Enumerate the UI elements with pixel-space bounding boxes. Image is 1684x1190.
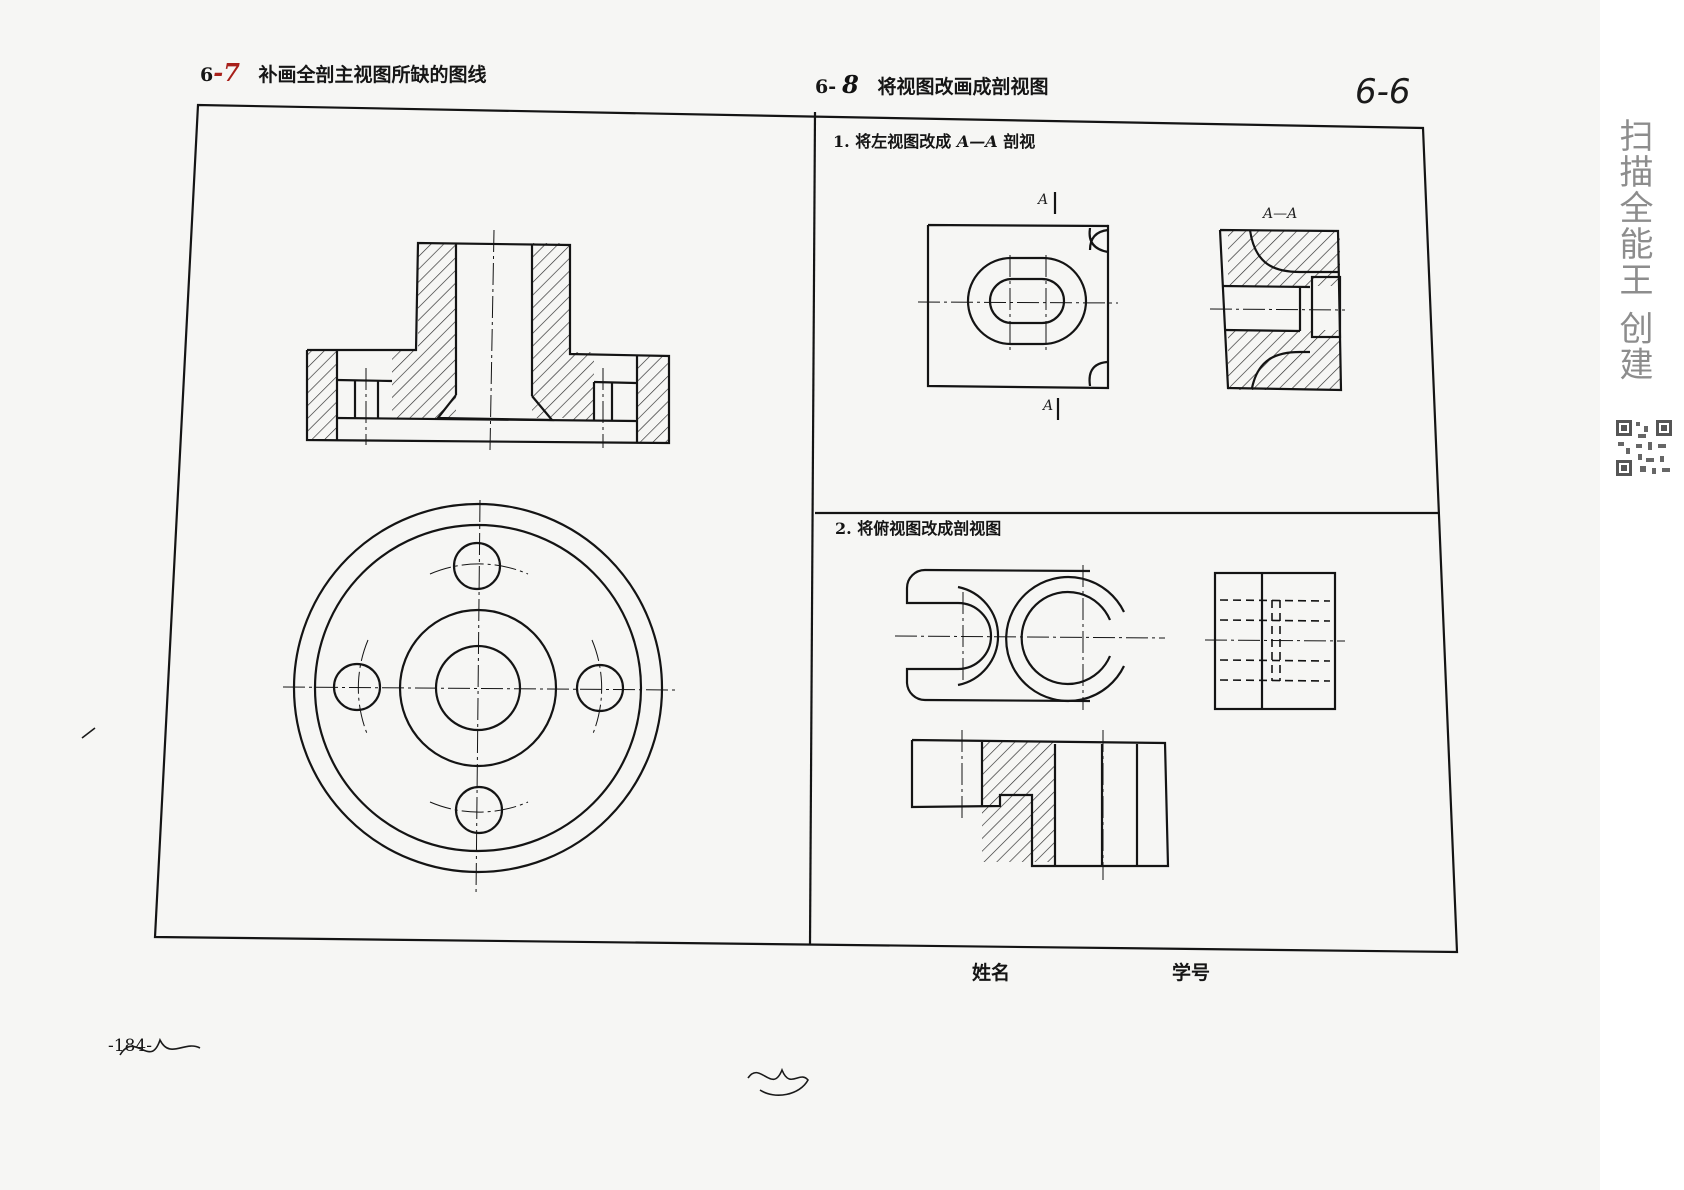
task2-front-view — [910, 730, 1170, 880]
right-exercise-title: 将视图改画成剖视图 — [877, 76, 1049, 98]
right-exercise-header: 6-8 将视图改画成剖视图 — [815, 70, 1048, 99]
scanned-page — [0, 0, 1600, 1190]
right-exercise-number: 8 — [842, 70, 859, 99]
watermark-text: 扫描全能王 创建 — [1613, 118, 1653, 383]
student-id-label: 学号 — [1172, 962, 1211, 984]
left-exercise-header: 6-7 补画全剖主视图所缺的图线 — [200, 58, 487, 87]
handwritten-marks — [81, 727, 809, 1096]
task1-section-name: A—A — [956, 132, 998, 151]
cut-mark-bottom: A — [1043, 398, 1054, 414]
page-tag: 6-6 — [1355, 72, 1411, 112]
qr-code-icon — [1614, 418, 1674, 478]
task1-suffix: 剖视 — [1003, 132, 1036, 151]
task2-top-view — [894, 565, 1166, 710]
left-exercise-title: 补画全剖主视图所缺的图线 — [258, 64, 487, 86]
cut-mark-top: A — [1038, 192, 1049, 208]
center-divider — [808, 111, 817, 946]
name-label: 姓名 — [972, 962, 1011, 984]
task1-section-view — [1209, 228, 1346, 392]
left-exercise-prefix: 6 — [200, 64, 214, 86]
task2-side-view — [1204, 571, 1346, 711]
task1-front-view — [917, 192, 1119, 420]
task1-label-text: 1. 将左视图改成 — [833, 132, 952, 151]
flange-top-view — [282, 499, 677, 897]
flange-front-section — [305, 229, 671, 451]
task2-label: 2. 将俯视图改成剖视图 — [835, 519, 1002, 538]
right-exercise-prefix: 6- — [815, 76, 837, 98]
worksheet-frame — [153, 103, 1459, 954]
section-view-title: A—A — [1263, 206, 1298, 222]
left-exercise-number: -7 — [213, 58, 240, 87]
task1-label: 1. 将左视图改成 A—A 剖视 — [833, 128, 1035, 152]
